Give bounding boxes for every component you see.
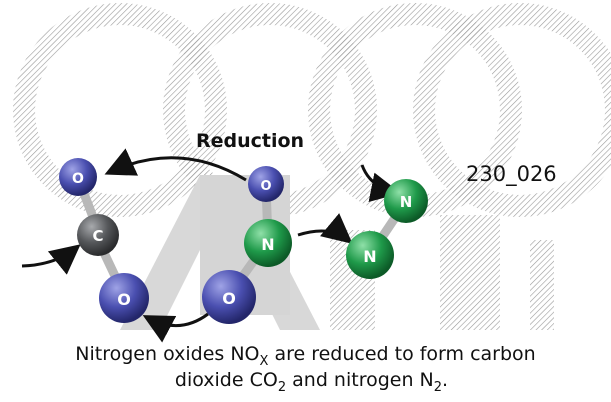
atom-carbon xyxy=(77,214,119,256)
arrow-oxygen-transfer xyxy=(142,312,209,343)
atom-nitrogen-bottom xyxy=(346,231,394,279)
atom-nitrogen-top xyxy=(384,179,428,223)
reduction-label: Reduction xyxy=(196,130,305,152)
arrows xyxy=(21,148,401,343)
caption1-suffix: are reduced to form carbon xyxy=(268,343,536,365)
arrow-into-carbon xyxy=(21,244,81,275)
figure-id: 230_026 xyxy=(466,162,557,186)
molecule-no2: O N O xyxy=(202,166,292,324)
atom-oxygen-top-right xyxy=(248,166,284,202)
atom-label-o-bottom-right: O xyxy=(222,289,236,308)
arrow-to-n2 xyxy=(297,213,353,244)
caption-line-1: Nitrogen oxides NOX are reduced to form … xyxy=(0,343,611,369)
atom-label-o-top-right: O xyxy=(260,179,271,194)
watermark-ring-1 xyxy=(13,3,227,217)
caption2-suffix: . xyxy=(442,369,449,391)
caption2-subscript-co2: 2 xyxy=(277,379,287,395)
atom-label-o-bottom-left: O xyxy=(117,290,131,309)
watermark-ring-4 xyxy=(413,3,611,217)
caption2-prefix: dioxide CO xyxy=(174,369,278,391)
atom-label-c: C xyxy=(92,227,103,245)
atom-label-n2-bottom: N xyxy=(363,247,376,266)
atom-oxygen-bottom-right xyxy=(202,270,256,324)
caption2-middle: and nitrogen N xyxy=(286,369,434,391)
atom-oxygen-bottom-left xyxy=(99,273,149,323)
watermark-letter-i xyxy=(530,240,554,330)
reduction-arrow xyxy=(104,148,247,182)
caption-line-2: dioxide CO2 and nitrogen N2. xyxy=(6,369,611,395)
atom-nitrogen-bonded xyxy=(244,219,292,267)
molecule-co2: O C O xyxy=(59,158,149,323)
atom-label-n-bonded: N xyxy=(261,235,274,254)
caption1-prefix: Nitrogen oxides NO xyxy=(75,343,260,365)
caption2-subscript-n2: 2 xyxy=(433,379,443,395)
caption1-subscript-x: X xyxy=(259,353,269,369)
atom-oxygen-top-left xyxy=(59,158,97,196)
watermark-letter-d xyxy=(440,215,500,330)
atom-label-o-top-left: O xyxy=(72,171,84,187)
molecule-n2: N N xyxy=(346,179,428,279)
atom-label-n2-top: N xyxy=(400,193,413,211)
